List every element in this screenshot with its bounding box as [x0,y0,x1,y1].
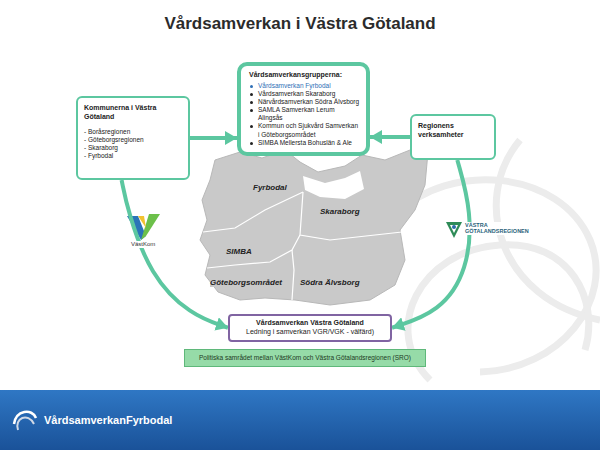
box-line: Vårdsamverkan Skaraborg [249,90,360,98]
map-region-label: Skaraborg [320,207,360,216]
box-heading: Vårdsamverkansgrupperna: [249,71,360,80]
box-heading: Regionens verksamheter [418,122,488,140]
region-box: Regionens verksamheter [410,114,496,160]
box-line: SAMLA Samverkan Lerum Alingsås [249,106,360,122]
logo-text: VÄSTRA GÖTALANDSREGIONEN [464,222,528,235]
connector-arrow [122,180,228,328]
box-line: - Fyrbodal [84,152,182,160]
box-line: - Skaraborg [84,144,182,152]
box-heading: Politiska samrådet mellan VästKom och Vä… [189,354,421,362]
map-region-label: Göteborgsområdet [210,278,282,287]
map-region-label: Fyrbodal [253,183,287,192]
box-line: - Göteborgsregionen [84,136,182,144]
box-heading: VårdsamverkanFyrbodal [44,414,600,428]
map-region-label: SIMBA [226,247,252,256]
box-line: - Boråsregionen [84,128,182,136]
footer-logo-icon [10,404,40,434]
box-line: Närvårdsamverkan Södra Älvsborg [249,98,360,106]
political-band: Politiska samrådet mellan VästKom och Vä… [184,349,426,367]
group-list-box: Vårdsamverkansgrupperna: Vårdsamverkan Fy… [237,62,370,156]
connector-arrow [370,135,410,139]
logo-text: VästKom [130,241,156,248]
box-heading: Kommunerna i Västra Götaland [84,104,182,122]
municipalities-box: Kommunerna i Västra Götaland - Boråsregio… [76,96,190,180]
box-line: Ledning i samverkan VGR/VGK - välfärd) [234,328,386,337]
box-line: SIMBA Mellersta Bohuslän & Ale [249,139,360,147]
slide-title: Vårdsamverkan i Västra Götaland [0,14,600,34]
connector-arrow [190,136,237,140]
box-line: Kommun och Sjukvård Samverkan i Göteborg… [249,122,360,138]
leadership-box: Vårdsamverkan Västra GötalandLedning i s… [228,314,392,342]
connector-arrow [392,160,470,328]
footer-band: VårdsamverkanFyrbodal [0,390,600,450]
map-region-label: Södra Älvsborg [300,278,360,287]
box-line: Vårdsamverkan Fyrbodal [249,82,360,90]
vgr-logo [446,222,462,238]
box-heading: Vårdsamverkan Västra Götaland [234,319,386,328]
map [200,150,428,305]
